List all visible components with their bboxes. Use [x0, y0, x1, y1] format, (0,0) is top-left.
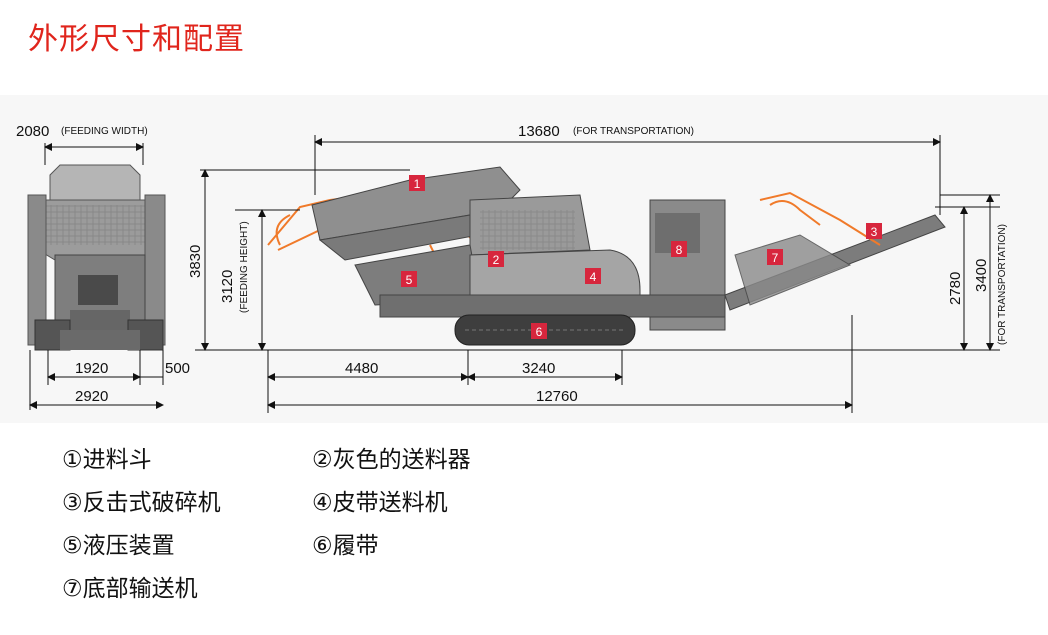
marker-6: 6	[531, 323, 547, 339]
svg-text:8: 8	[676, 243, 683, 257]
feeding-width-value: 2080	[16, 123, 49, 140]
legend-item-1: ①进料斗	[62, 447, 152, 473]
length-3240: 3240	[522, 360, 555, 377]
marker-7: 7	[767, 249, 783, 265]
marker-2: 2	[488, 251, 504, 267]
width-1920: 1920	[75, 360, 108, 377]
page-title: 外形尺寸和配置	[28, 22, 245, 57]
height-3830: 3830	[187, 245, 204, 278]
legend-item-4: ④皮带送料机	[312, 490, 448, 516]
front-view	[27, 164, 166, 351]
feeding-height-value: 3120	[219, 270, 236, 303]
marker-5: 5	[401, 271, 417, 287]
legend-item-5: ⑤液压装置	[62, 533, 175, 559]
svg-text:4: 4	[590, 270, 597, 284]
marker-1: 1	[409, 175, 425, 191]
feeding-width-note: (FEEDING WIDTH)	[61, 126, 148, 137]
svg-text:7: 7	[772, 251, 779, 265]
marker-8: 8	[671, 241, 687, 257]
legend-item-2: ②灰色的送料器	[312, 447, 471, 473]
legend-item-3: ③反击式破碎机	[62, 490, 221, 516]
svg-text:3: 3	[871, 225, 878, 239]
svg-text:6: 6	[536, 325, 543, 339]
transport-length-note: (FOR TRANSPORTATION)	[573, 126, 694, 137]
side-view	[267, 166, 946, 346]
feeding-height-note: (FEEDING HEIGHT)	[239, 221, 250, 313]
length-12760: 12760	[536, 388, 578, 405]
marker-4: 4	[585, 268, 601, 284]
length-4480: 4480	[345, 360, 378, 377]
width-2920: 2920	[75, 388, 108, 405]
transport-height-note: (FOR TRANSPORTATION)	[997, 224, 1008, 345]
width-500: 500	[165, 360, 190, 377]
marker-3: 3	[866, 223, 882, 239]
svg-text:5: 5	[406, 273, 413, 287]
svg-text:2: 2	[493, 253, 500, 267]
machine-diagram: 2080 (FEEDING WIDTH) 1920 500 2920	[16, 123, 1008, 413]
svg-text:1: 1	[414, 177, 421, 191]
transport-length-value: 13680	[518, 123, 560, 140]
legend-item-6: ⑥履带	[312, 533, 379, 559]
raised-conveyor-outline	[759, 191, 881, 246]
transport-height-value: 3400	[973, 259, 990, 292]
height-2780: 2780	[947, 272, 964, 305]
legend-item-7: ⑦底部输送机	[62, 576, 198, 602]
